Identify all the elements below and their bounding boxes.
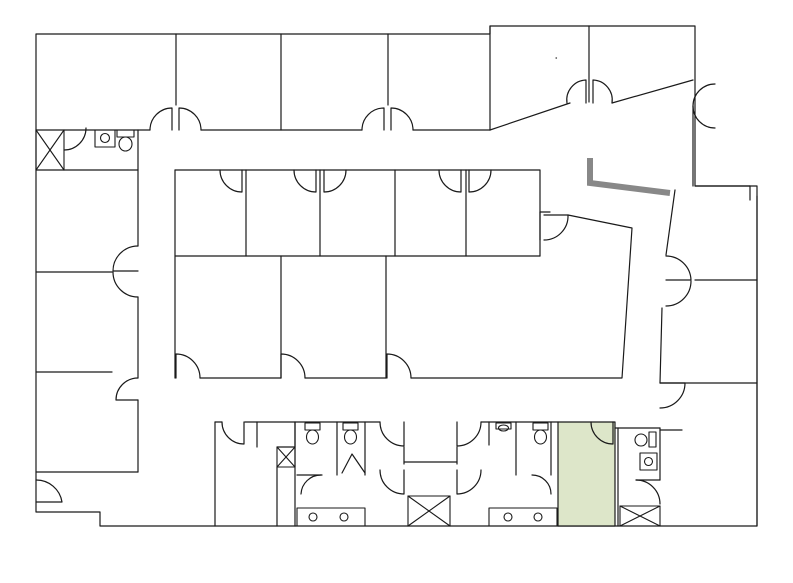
sink-icon [503, 512, 513, 522]
toilet-icon [495, 422, 512, 432]
partition [587, 158, 671, 196]
door-swing-icon [456, 421, 482, 447]
crossed-box-icon [407, 495, 451, 527]
door-swing-icon [300, 474, 322, 495]
sink-icon [339, 512, 349, 522]
door-swing-icon [361, 107, 385, 131]
door-swing-icon [566, 79, 587, 104]
door-swing-icon [221, 421, 245, 445]
door-swing-icon [692, 105, 716, 129]
door-swing-icon [293, 169, 317, 193]
door-swing-icon [63, 127, 87, 151]
exterior-walls [35, 25, 758, 527]
door-swing-icon [531, 474, 552, 495]
door-swing-icon [543, 214, 569, 241]
door-swing-icon [592, 79, 613, 104]
door-swing-icon [665, 255, 692, 281]
door-swing-icon [149, 107, 173, 131]
bottom-services [214, 421, 661, 527]
left-offices [35, 169, 139, 503]
door-swing-icon [35, 479, 63, 503]
door-swing-icon [386, 353, 412, 379]
upper-left-restroom [35, 127, 139, 171]
door-swing-icon [390, 107, 414, 131]
highlighted-room[interactable] [557, 421, 616, 527]
sink-icon [94, 129, 116, 148]
top-offices [35, 25, 694, 187]
door-swing-icon [468, 169, 492, 193]
sink-icon [639, 452, 658, 471]
door-swing-icon [438, 169, 462, 193]
top-door-swings [149, 79, 716, 131]
right-offices [659, 185, 758, 527]
door-swing-icon [341, 453, 366, 474]
toilet-icon [304, 422, 321, 445]
door-swing-icon [178, 107, 202, 131]
door-swing-icon [112, 271, 139, 298]
door-swing-icon [659, 382, 686, 409]
central-core [174, 169, 633, 379]
door-swing-icon [115, 377, 139, 401]
door-swing-icon [323, 169, 347, 193]
toilet-icon [532, 422, 549, 445]
door-swing-icon [379, 421, 405, 447]
door-swing-icon [280, 353, 306, 379]
door-swing-icon [635, 479, 661, 505]
door-swing-icon [175, 353, 201, 379]
sink-icon [308, 512, 318, 522]
door-swing-icon [112, 245, 139, 272]
door-swing-icon [219, 169, 243, 193]
toilet-icon [342, 422, 359, 445]
crossed-box-icon [619, 505, 661, 527]
door-swing-icon [665, 280, 692, 307]
door-swing-icon [379, 469, 405, 495]
toilet-icon [116, 129, 135, 152]
door-swing-icon [590, 421, 614, 445]
door-swing-icon [456, 469, 482, 495]
toilet-icon [634, 431, 657, 448]
sink-icon [533, 512, 543, 522]
door-swing-icon [692, 83, 716, 107]
